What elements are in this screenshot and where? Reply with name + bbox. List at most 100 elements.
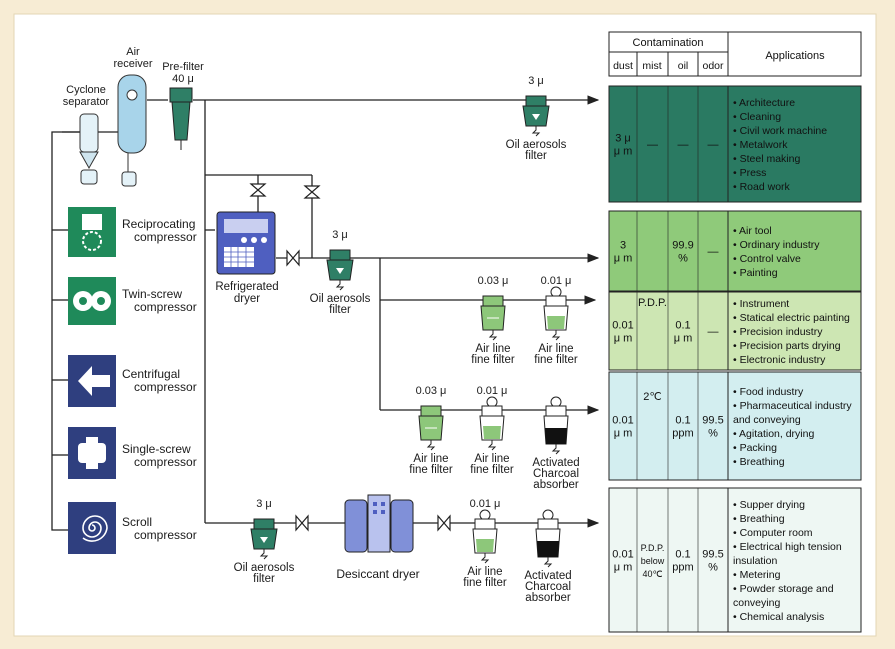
filter-label: Air line	[467, 566, 502, 578]
filter-label: absorber	[533, 479, 579, 491]
application-item: • Precision industry	[733, 326, 823, 338]
application-item: • Electrical high tension	[733, 541, 842, 553]
desiccant-dryer-label: Desiccant dryer	[336, 567, 419, 581]
table-cell-odor: —	[708, 326, 719, 338]
application-item: • Civil work machine	[733, 125, 827, 137]
table-cell-oil: —	[678, 139, 689, 151]
filter-label: fine filter	[470, 464, 514, 476]
filter-rating: 0.01 μ	[477, 385, 508, 397]
application-item: • Steel making	[733, 153, 800, 165]
filter-label: fine filter	[409, 464, 453, 476]
compressor-label-2: compressor	[134, 455, 197, 469]
valve-icon	[303, 185, 321, 199]
compressor-label: Reciprocating	[122, 217, 195, 231]
valve-icon	[286, 249, 300, 267]
valve-icon	[437, 514, 451, 532]
application-item: and conveying	[733, 414, 801, 426]
compressor-list: ReciprocatingcompressorTwin-screwcompres…	[68, 207, 197, 554]
table-cell-dust: 0.01	[612, 549, 633, 561]
filter-label: Air line	[413, 453, 448, 465]
table-cell-mist: 2℃	[643, 391, 661, 403]
pre-filter: Pre-filter 40 μ	[162, 61, 204, 150]
compressor-label-2: compressor	[134, 230, 197, 244]
table-cell-odor: %	[708, 562, 718, 574]
filter-rating: 3 μ	[332, 229, 348, 241]
table-cell-odor: 99.5	[702, 415, 723, 427]
compressor-label-2: compressor	[134, 380, 197, 394]
centrifugal-compressor	[68, 355, 116, 407]
scroll-compressor-icon	[68, 502, 116, 554]
refrigerated-dryer-label: Refrigerated	[215, 281, 278, 293]
application-item: • Agitation, drying	[733, 428, 814, 440]
application-item: • Breathing	[733, 513, 785, 525]
column-mist: mist	[642, 60, 661, 72]
table-header	[608, 31, 862, 77]
table-cell-dust: μ m	[614, 428, 633, 440]
filter-label: Air line	[475, 343, 510, 355]
filter-label: filter	[525, 150, 547, 162]
table-cell-oil: ppm	[672, 428, 693, 440]
column-odor: odor	[702, 60, 724, 72]
table-cell-oil: ppm	[672, 562, 693, 574]
filter-label: fine filter	[463, 577, 507, 589]
application-item: • Cleaning	[733, 111, 781, 123]
valves	[249, 183, 451, 532]
refrigerated-dryer-label-2: dryer	[234, 293, 260, 305]
filter-label: fine filter	[534, 354, 578, 366]
air-receiver: Air receiver	[113, 46, 153, 187]
application-item: • Breathing	[733, 456, 785, 468]
cyclone-separator-label: Cyclone	[66, 84, 106, 96]
application-item: • Precision parts drying	[733, 340, 841, 352]
application-item: • Air tool	[733, 225, 772, 237]
compressor-label: Single-screw	[122, 442, 191, 456]
air-receiver-label-2: receiver	[113, 58, 152, 70]
filter-label: Air line	[474, 453, 509, 465]
application-item: • Powder storage and	[733, 583, 834, 595]
pre-filter-label: Pre-filter	[162, 61, 204, 73]
application-item: insulation	[733, 555, 778, 567]
table-cell-dust: μ m	[614, 333, 633, 345]
table-cell-oil: 99.9	[672, 240, 693, 252]
table-cell-dust: 3	[620, 240, 626, 252]
filter-rating: 0.03 μ	[478, 275, 509, 287]
table-cell-mist: —	[647, 139, 658, 151]
compressor-label: Scroll	[122, 515, 152, 529]
compressor-label: Centrifugal	[122, 367, 180, 381]
filter-rating: 0.01 μ	[470, 498, 501, 510]
compressor-label: Twin-screw	[122, 287, 182, 301]
table-cell-mist: below	[641, 556, 665, 566]
table-cell-dust: μ m	[614, 146, 633, 158]
filter-label: filter	[253, 573, 275, 585]
table-cell-dust: μ m	[614, 562, 633, 574]
application-item: • Instrument	[733, 298, 789, 310]
column-oil: oil	[678, 60, 689, 72]
filter-label: Charcoal	[533, 468, 579, 480]
application-item: • Architecture	[733, 97, 795, 109]
table-cell-dust: 0.01	[612, 415, 633, 427]
filter-label: Activated	[524, 570, 571, 582]
table-cell-oil: μ m	[674, 333, 693, 345]
table-row: 3 μμ m———• Architecture• Cleaning• Civil…	[608, 85, 862, 203]
filter-rating: 0.01 μ	[541, 275, 572, 287]
desiccant-dryer: Desiccant dryer	[336, 494, 420, 581]
filter-rating: 0.03 μ	[416, 385, 447, 397]
table-cell-odor: —	[708, 139, 719, 151]
filter-label: absorber	[525, 592, 571, 604]
table-cell-dust: 0.01	[612, 320, 633, 332]
application-item: • Chemical analysis	[733, 611, 824, 623]
filter-rating: 3 μ	[528, 75, 544, 87]
table-cell-oil: 0.1	[675, 320, 690, 332]
application-item: • Road work	[733, 181, 791, 193]
application-item: • Computer room	[733, 527, 813, 539]
filter-label: Oil aerosols	[234, 562, 295, 574]
table-row: 0.01μ mP.D.P.0.1μ m—• Instrument• Static…	[608, 291, 862, 371]
pre-filter-rating: 40 μ	[172, 73, 194, 85]
application-item: • Ordinary industry	[733, 239, 820, 251]
